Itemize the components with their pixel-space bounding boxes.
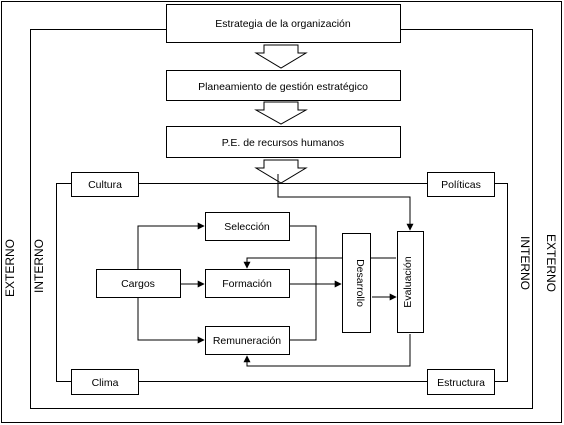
seleccion-box bbox=[205, 212, 290, 241]
strategy-box bbox=[166, 4, 401, 43]
cargos-to-seleccion bbox=[137, 222, 205, 269]
cargos-box bbox=[96, 269, 181, 298]
hr-plan-label: P.E. de recursos humanos bbox=[222, 137, 344, 149]
inner-frame bbox=[56, 183, 508, 382]
down-arrow-3 bbox=[254, 159, 308, 184]
evaluacion-to-remuneracion bbox=[243, 334, 411, 367]
seleccion-remuneracion-link bbox=[290, 225, 317, 341]
down-arrow-2 bbox=[254, 101, 308, 125]
estructura-box bbox=[427, 369, 495, 395]
formacion-box bbox=[205, 269, 290, 298]
politicas-box bbox=[427, 172, 495, 197]
cargos-to-remuneracion bbox=[137, 297, 205, 344]
interno-left-label: INTERNO bbox=[32, 239, 46, 293]
remuneracion-box bbox=[205, 326, 290, 355]
remuneracion-label: Remuneración bbox=[213, 335, 281, 347]
evaluacion-to-formacion bbox=[243, 257, 396, 269]
down-arrow-1 bbox=[254, 44, 308, 69]
top-feedback-to-evaluacion bbox=[277, 174, 414, 231]
clima-box bbox=[71, 369, 139, 395]
evaluacion-label: Evaluación bbox=[402, 256, 414, 308]
desarrollo-label: Desarrollo bbox=[354, 259, 366, 307]
externo-left-label: EXTERNO bbox=[3, 239, 17, 297]
cultura-label: Cultura bbox=[88, 179, 122, 191]
hr-plan-box bbox=[166, 126, 401, 158]
externo-right-label: EXTERNO bbox=[544, 234, 558, 292]
planning-label: Planeamiento de gestión estratégico bbox=[198, 81, 368, 93]
interno-right-label: INTERNO bbox=[518, 236, 532, 290]
cultura-box bbox=[71, 172, 139, 197]
seleccion-label: Selección bbox=[224, 221, 270, 233]
politicas-label: Políticas bbox=[441, 179, 481, 191]
strategy-label: Estrategia de la organización bbox=[215, 18, 351, 30]
evaluacion-box bbox=[397, 231, 424, 333]
cargos-label: Cargos bbox=[121, 278, 155, 290]
desarrollo-box bbox=[342, 233, 371, 333]
planning-box bbox=[166, 70, 401, 101]
formacion-label: Formación bbox=[222, 278, 272, 290]
estructura-label: Estructura bbox=[437, 377, 485, 389]
clima-label: Clima bbox=[92, 377, 119, 389]
